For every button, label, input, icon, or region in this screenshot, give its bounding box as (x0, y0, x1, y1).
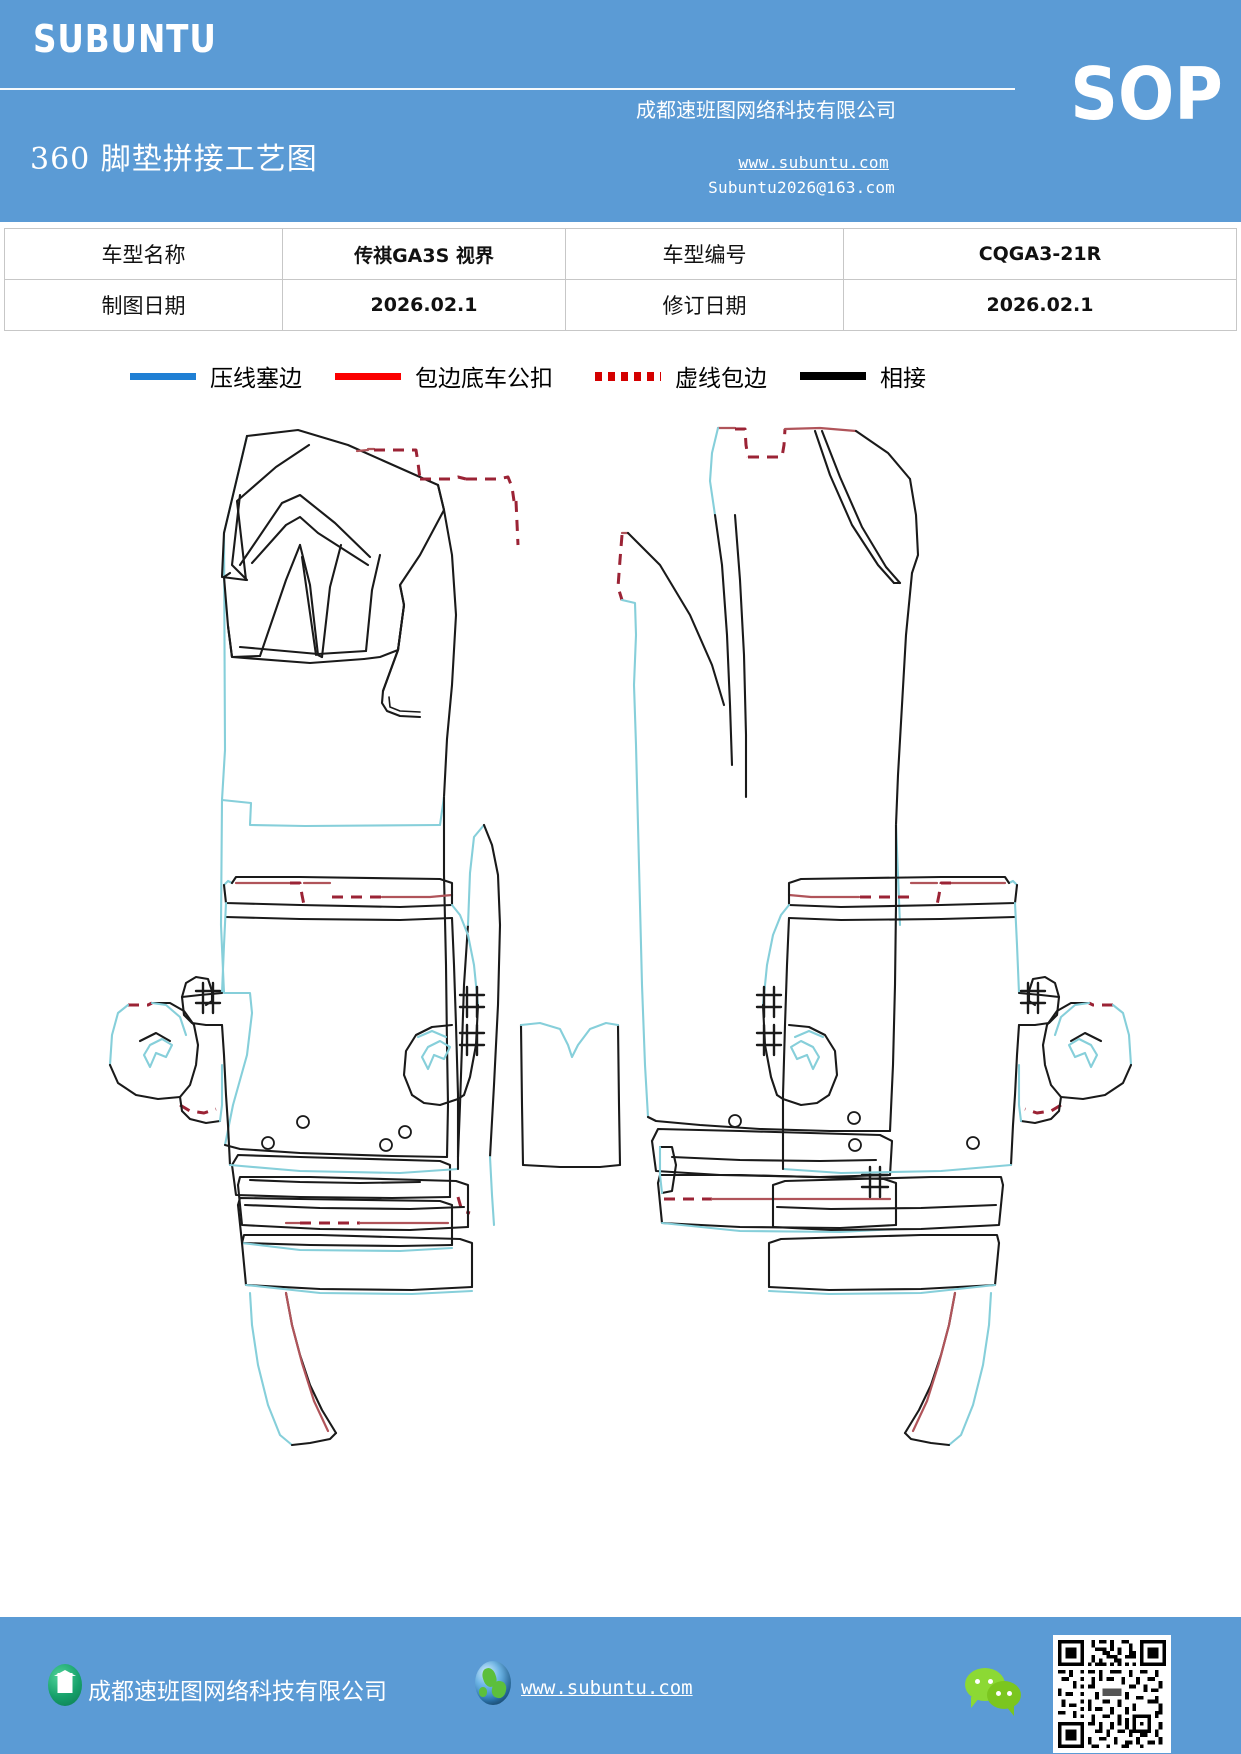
seam-marker (1019, 981, 1047, 1015)
footer-website-link[interactable]: www.subuntu.com (521, 1677, 693, 1699)
legend-label: 压线塞边 (210, 366, 302, 392)
sop-label: SOP (1070, 52, 1223, 136)
building-icon (48, 1664, 82, 1706)
mat-piece-rear-right (755, 875, 1133, 1447)
legend-item-3: 相接 (800, 359, 926, 393)
legend-item-1: 包边底车公扣 (335, 359, 553, 393)
floor-mat-pattern-drawing: .k { fill:none; stroke:#1a1a1a; stroke-w… (0, 405, 1241, 1615)
brand-logo-text: SUBUNTU (33, 17, 217, 61)
seam-marker (755, 985, 783, 1019)
legend-item-0: 压线塞边 (130, 359, 302, 393)
page-title: 360 脚垫拼接工艺图 (30, 142, 318, 177)
seam-marker (194, 981, 222, 1015)
model-name-value: 传祺GA3S 视界 (282, 228, 566, 280)
table-row: 制图日期 2026.02.1 修订日期 2026.02.1 (4, 279, 1237, 331)
header-email: Subuntu2026@163.com (708, 178, 895, 197)
legend-item-2: 虚线包边 (595, 359, 767, 393)
mat-piece-center-aisle (519, 1021, 622, 1169)
legend-swatch-solid-blue-icon (130, 372, 196, 380)
seam-marker (755, 1023, 783, 1057)
qr-code[interactable] (1053, 1635, 1171, 1753)
mat-piece-rear-left (108, 875, 486, 1447)
header-divider (0, 88, 1015, 90)
legend-label: 相接 (880, 366, 926, 392)
legend-label: 虚线包边 (675, 366, 767, 392)
legend-swatch-dotted-red-icon (595, 371, 661, 381)
globe-icon (475, 1661, 511, 1705)
seam-marker (458, 1023, 486, 1057)
legend-swatch-solid-red-icon (335, 372, 401, 380)
table-row: 车型名称 传祺GA3S 视界 车型编号 CQGA3-21R (4, 228, 1237, 280)
model-name-label: 车型名称 (4, 228, 283, 280)
vehicle-info-table: 车型名称 传祺GA3S 视界 车型编号 CQGA3-21R 制图日期 2026.… (4, 228, 1237, 331)
document-header: SUBUNTU 360 脚垫拼接工艺图 SOP 成都速班图网络科技有限公司 ww… (0, 0, 1241, 222)
mat-piece-front-left (219, 428, 520, 1253)
revision-date-value: 2026.02.1 (843, 279, 1237, 331)
draw-date-label: 制图日期 (4, 279, 283, 331)
document-footer: 成都速班图网络科技有限公司 www.subuntu.com (0, 1617, 1241, 1754)
model-code-label: 车型编号 (565, 228, 844, 280)
wechat-icon (965, 1668, 1025, 1716)
model-code-value: CQGA3-21R (843, 228, 1237, 280)
header-company-name: 成都速班图网络科技有限公司 (636, 98, 896, 122)
legend: 压线塞边 包边底车公扣 虚线包边 相接 (0, 355, 1241, 399)
legend-label: 包边底车公扣 (415, 366, 553, 392)
footer-company-name: 成都速班图网络科技有限公司 (88, 1679, 387, 1705)
legend-swatch-solid-black-icon (800, 372, 866, 380)
header-website-link[interactable]: www.subuntu.com (738, 153, 889, 172)
revision-date-label: 修订日期 (565, 279, 844, 331)
draw-date-value: 2026.02.1 (282, 279, 566, 331)
mat-piece-front-right (616, 426, 920, 1234)
seam-marker (458, 985, 486, 1019)
